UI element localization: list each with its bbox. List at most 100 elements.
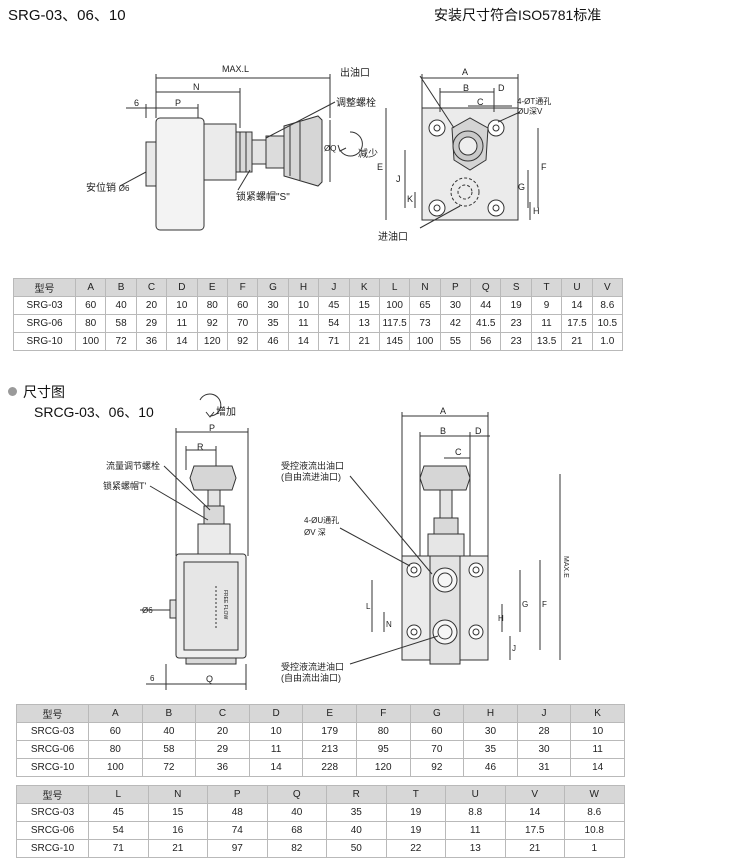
- table-cell: SRCG-06: [16, 740, 89, 759]
- table-cell: 19: [385, 821, 446, 840]
- table-cell: 30: [516, 740, 572, 759]
- table-cell: 41.5: [470, 314, 502, 333]
- col-p: P: [439, 278, 472, 297]
- table-cell: SRCG-10: [16, 758, 89, 777]
- label-flow-bolt: 流量调节螺栓: [106, 461, 161, 471]
- dim2-c: C: [455, 447, 462, 457]
- table-cell: 29: [195, 740, 250, 759]
- dim2-b: B: [440, 426, 447, 436]
- table-cell: 70: [409, 740, 465, 759]
- table-cell: 1: [564, 839, 625, 858]
- label-outlet-1: 受控液流出油口: [281, 461, 345, 471]
- table-cell: 15: [348, 296, 380, 315]
- col-g: G: [257, 278, 289, 297]
- col-u: U: [561, 278, 593, 297]
- table-cell: 72: [105, 332, 137, 351]
- table-cell: 60: [74, 296, 107, 315]
- col-e: E: [196, 278, 228, 297]
- table-cell: 100: [409, 332, 441, 351]
- table-cell: 45: [318, 296, 350, 315]
- table-cell: 10: [570, 722, 625, 741]
- dim-f: F: [541, 162, 547, 172]
- col-n: N: [147, 785, 208, 804]
- table-cell: 92: [196, 314, 228, 333]
- table-cell: 14: [561, 296, 593, 315]
- label-pin: 安位销 Ø6: [86, 179, 129, 194]
- standard-note: 安装尺寸符合ISO5781标准: [434, 7, 602, 23]
- table-cell: 1.0: [591, 332, 624, 351]
- table-cell: 8.6: [564, 803, 625, 822]
- dim-d: D: [498, 83, 505, 93]
- table-cell: 10.5: [591, 314, 624, 333]
- table-cell: 82: [266, 839, 327, 858]
- table-cell: 145: [378, 332, 411, 351]
- col-b: B: [141, 704, 197, 723]
- label-inlet: 进油口: [378, 232, 408, 243]
- table-cell: 46: [463, 758, 518, 777]
- table-cell: 10.8: [564, 821, 625, 840]
- col-l: L: [378, 278, 411, 297]
- table-cell: 120: [196, 332, 228, 351]
- table-cell: 35: [257, 314, 289, 333]
- col-p: P: [207, 785, 268, 804]
- table-cell: 71: [88, 839, 149, 858]
- dim-six: 6: [134, 98, 140, 108]
- table-cell: 71: [318, 332, 350, 351]
- table-cell: 60: [88, 722, 143, 741]
- model-title-srcg: SRCG-03、06、10: [34, 404, 154, 420]
- col-u: U: [445, 785, 506, 804]
- table-cell: 11: [530, 314, 563, 333]
- table-cell: 17.5: [504, 821, 565, 840]
- table-cell: 95: [355, 740, 411, 759]
- table-cell: SRCG-06: [16, 821, 89, 840]
- table-cell: 35: [463, 740, 518, 759]
- dim-b: B: [463, 83, 470, 93]
- srg-dimension-table: 型号 A B C D E F G H J K L N P Q S T U V S…: [13, 278, 624, 351]
- table-cell: 80: [196, 296, 228, 315]
- dim2-pin: Ø6: [142, 606, 153, 615]
- table-cell: 8.8: [445, 803, 506, 822]
- table-cell: 10: [287, 296, 320, 315]
- table-cell: 58: [141, 740, 197, 759]
- table-cell: 40: [326, 821, 387, 840]
- dim2-g: G: [522, 600, 529, 609]
- table-cell: 60: [409, 722, 465, 741]
- table-cell: 60: [226, 296, 259, 315]
- table-cell: 73: [409, 314, 441, 333]
- dim2-f: F: [542, 600, 547, 609]
- table-row: SRG-03 60 40 20 10 80 60 30 10 45 15 100…: [13, 296, 624, 315]
- table-cell: 30: [257, 296, 289, 315]
- table-cell: 68: [266, 821, 327, 840]
- table-cell: 14: [570, 758, 625, 777]
- col-model: 型号: [16, 704, 89, 723]
- table-cell: 21: [561, 332, 593, 351]
- table-cell: SRCG-03: [16, 803, 89, 822]
- dim2-d: D: [475, 426, 482, 436]
- bullet-icon: [8, 387, 17, 396]
- label-pin-text: 安位销: [86, 183, 116, 194]
- table-cell: 21: [147, 839, 208, 858]
- col-j: J: [318, 278, 350, 297]
- table-cell: 29: [135, 314, 168, 333]
- table-cell: 50: [326, 839, 387, 858]
- table-row: SRG-06 80 58 29 11 92 70 35 11 54 13 117…: [13, 314, 624, 333]
- col-b: B: [105, 278, 137, 297]
- table-row: SRCG-10 71 21 97 82 50 22 13 21 1: [16, 839, 625, 858]
- table-cell: 14: [504, 803, 565, 822]
- label-holes-u: ØU深V: [517, 107, 543, 116]
- srcg-dimension-diagram: [140, 393, 561, 690]
- col-h: H: [463, 704, 518, 723]
- table-header-row: 型号 L N P Q R T U V W: [16, 785, 625, 804]
- table-cell: 8.6: [591, 296, 624, 315]
- table-row: SRCG-06 54 16 74 68 40 19 11 17.5 10.8: [16, 821, 625, 840]
- label-holes2-u: 4-ØU通孔: [304, 516, 340, 525]
- table-cell: 36: [195, 758, 250, 777]
- table-cell: 16: [147, 821, 208, 840]
- table-cell: 35: [326, 803, 387, 822]
- dim-j: J: [396, 174, 401, 184]
- dim-a: A: [462, 67, 469, 77]
- table-cell: 15: [147, 803, 208, 822]
- col-model: 型号: [16, 785, 89, 804]
- dim2-a: A: [440, 406, 447, 416]
- col-k: K: [570, 704, 625, 723]
